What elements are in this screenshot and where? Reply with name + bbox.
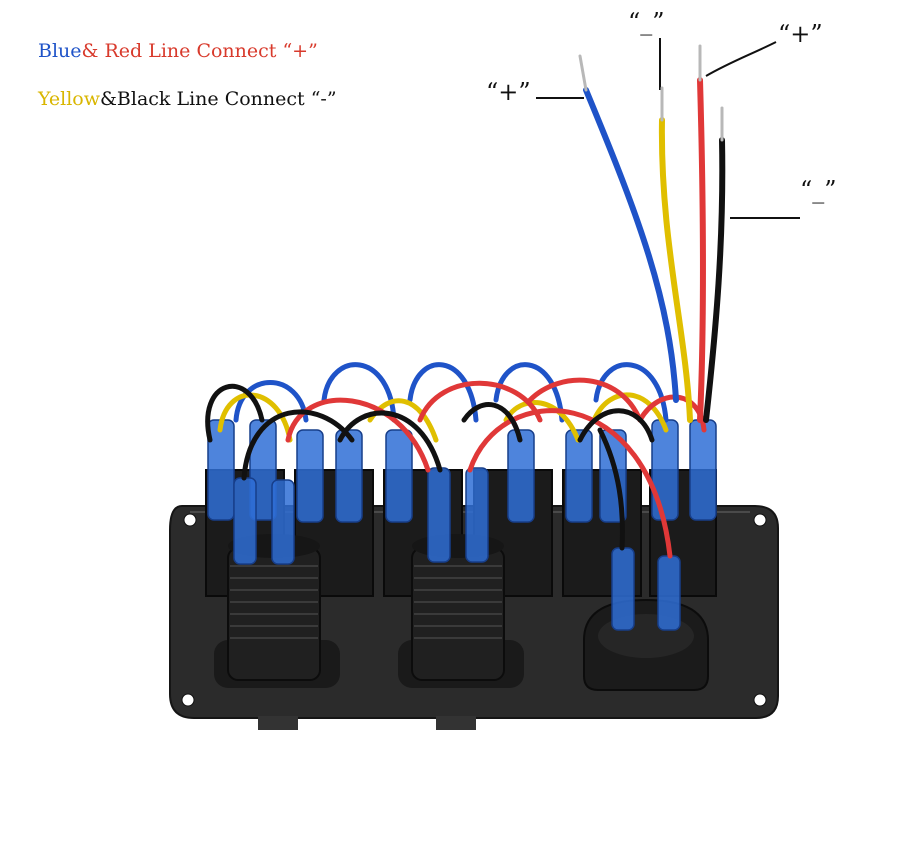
black-jumper-wire <box>241 409 355 481</box>
black-jumper-wire <box>337 410 443 473</box>
black-wire-minus-label: “_” <box>800 176 837 204</box>
black-jumper-wire <box>205 383 265 443</box>
black-lead-wire <box>703 137 726 423</box>
blue-jumper-wire <box>407 362 479 423</box>
black-jumper-wire <box>461 402 523 443</box>
terminal-sleeve <box>651 419 679 521</box>
mounting-hole-top-right <box>753 513 767 527</box>
plate-bottom-clip <box>436 716 476 730</box>
red-lead-wire <box>697 77 706 423</box>
blue-jumper-wire <box>233 380 309 423</box>
yellow-jumper-wire <box>591 392 669 433</box>
red-jumper-wire <box>285 397 431 473</box>
mounting-hole-top-left <box>183 513 197 527</box>
blue-jumper-wire <box>321 362 397 423</box>
terminal-sleeve <box>465 467 489 563</box>
terminal-sleeve <box>507 429 535 523</box>
mounting-hole-bottom-right <box>753 693 767 707</box>
terminal-sleeve <box>689 419 717 521</box>
mounting-hole-bottom-left <box>181 693 195 707</box>
terminal-sleeve <box>385 429 413 523</box>
terminal-sleeve <box>233 477 257 565</box>
legend-line-blue-red: Blue& Red Line Connect “+” <box>38 40 318 62</box>
terminal-sleeve <box>565 429 593 523</box>
blue-lead-wire <box>583 87 679 403</box>
terminal-sleeve <box>657 555 681 631</box>
terminal-sleeve <box>611 547 635 631</box>
blue-wire-plus-label: “+” <box>486 78 531 106</box>
terminal-sleeve <box>335 429 363 523</box>
legend-line-yellow-black: Yellow&Black Line Connect “-” <box>38 88 337 110</box>
yellow-jumper-wire <box>503 400 581 443</box>
legend-word-blue: Blue <box>38 40 82 62</box>
terminal-sleeve <box>427 467 451 563</box>
yellow-lead-wire <box>658 117 693 423</box>
black-jumper-wire <box>597 427 625 551</box>
label-leader-lines <box>536 38 800 219</box>
red-wire-plus-label: “+” <box>778 20 823 48</box>
black-jumper-wire <box>577 408 655 443</box>
red-jumper-wire <box>527 377 643 423</box>
red-jumper-wire <box>467 408 673 559</box>
legend-text-red-plus: & Red Line Connect “+” <box>81 40 318 62</box>
terminal-sleeve <box>296 429 324 523</box>
terminal-sleeve <box>271 479 295 565</box>
power-socket-right <box>583 598 709 691</box>
legend-text-black-minus: &Black Line Connect “-” <box>100 88 337 110</box>
yellow-wire-minus-label: “_” <box>628 8 665 36</box>
legend-word-yellow: Yellow <box>38 88 100 110</box>
bare-wire-tip <box>578 54 588 92</box>
red-jumper-wire <box>417 380 543 423</box>
terminal-sleeve <box>207 419 235 521</box>
plate-bottom-clip <box>258 716 298 730</box>
